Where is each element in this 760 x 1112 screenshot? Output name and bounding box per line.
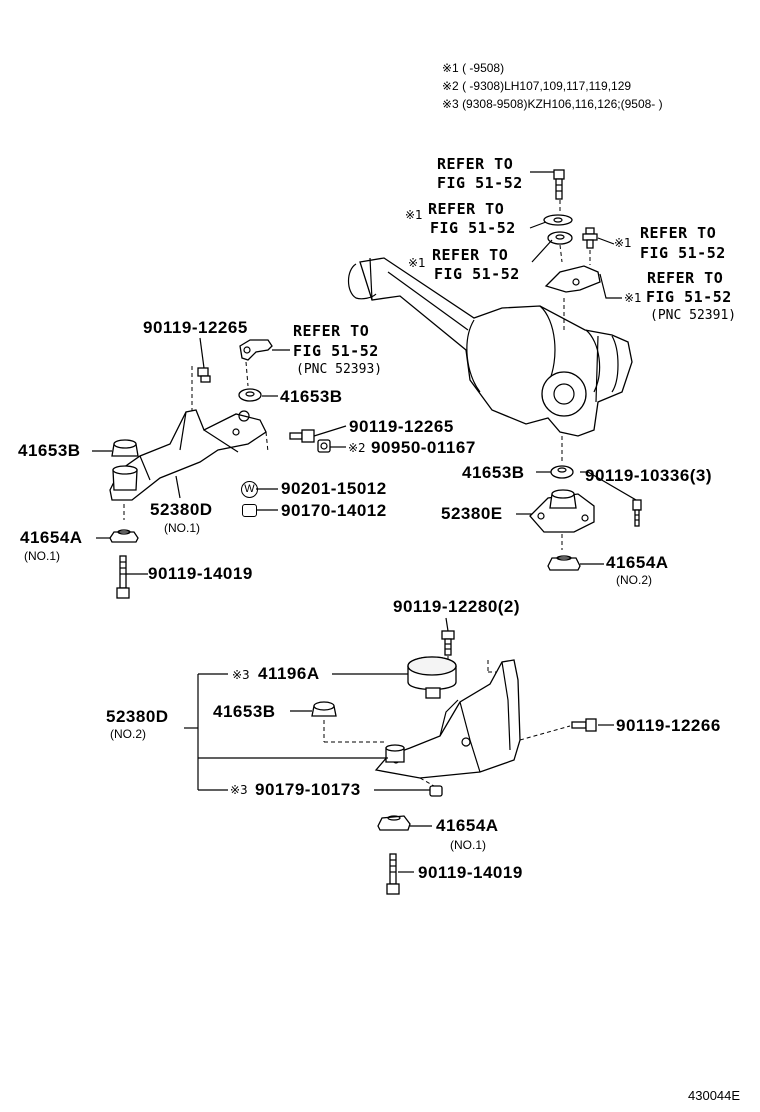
part-90179-10173: 90179-10173 [255,780,361,799]
part-90119-12265-top: 90119-12265 [143,318,248,337]
part-90950-01167-mark: ※2 [348,441,366,455]
lower-bracket-assembly [311,630,597,895]
part-41196A: 41196A [258,664,320,683]
refer-to-4-line1: REFER TO [640,224,717,242]
refer-to-6-line2: FIG 51-52 [293,342,379,360]
refer-to-5-line2: FIG 51-52 [646,288,732,306]
part-52380D-no1: 52380D [150,500,213,519]
refer-to-3-line2: FIG 51-52 [434,265,520,283]
part-41654A-left: 41654A [20,528,83,547]
part-90119-14019-left: 90119-14019 [148,564,253,583]
part-41654A-lower: 41654A [436,816,499,835]
part-90201-15012: 90201-15012 [281,479,387,498]
part-41654A-lower-sub: (NO.1) [450,838,486,852]
part-41654A-right-sub: (NO.2) [616,573,652,587]
differential-housing [347,257,633,437]
diff-bracket [544,265,622,299]
refer-to-6-pnc: (PNC 52393) [296,362,383,377]
part-41654A-left-sub: (NO.1) [24,549,60,563]
footnote-1: ※1 ( -9508) [442,61,505,75]
refer-to-4-line2: FIG 51-52 [640,244,726,262]
part-52380D-no1-sub: (NO.1) [164,521,200,535]
part-90179-10173-mark: ※3 [230,783,248,797]
nut-symbol [242,504,257,517]
part-90119-10336: 90119-10336(3) [585,466,713,485]
part-41653B-right: 41653B [462,463,525,482]
part-41653B-left: 41653B [18,441,81,460]
part-41196A-mark: ※3 [232,668,250,682]
right-bracket-assembly [529,436,642,571]
refer-to-1-line1: REFER TO [437,155,514,173]
refer-to-1-line2: FIG 51-52 [437,174,523,192]
refer-to-3-mark: ※1 [408,256,426,270]
refer-to-2-mark: ※1 [405,208,423,222]
part-90119-12265-mid: 90119-12265 [349,417,454,436]
refer-to-4-mark: ※1 [614,236,632,250]
figure-id: 430044E [688,1088,741,1103]
part-41653B-upper: 41653B [280,387,343,406]
refer-to-5-line1: REFER TO [647,269,724,287]
part-90170-14012: 90170-14012 [281,501,387,520]
part-41654A-right: 41654A [606,553,669,572]
part-90119-14019-lower: 90119-14019 [418,863,523,882]
footnote-3: ※3 (9308-9508)KZH106,116,126;(9508- ) [442,97,663,111]
part-90119-12266: 90119-12266 [616,716,721,735]
left-bracket-assembly [109,339,331,599]
leader-lines [92,171,637,873]
part-52380D-no2: 52380D [106,707,169,726]
part-52380E: 52380E [441,504,503,523]
refer-to-5-mark: ※1 [624,291,642,305]
footnote-2: ※2 ( -9308)LH107,109,117,119,129 [442,79,632,93]
small-bolt-right [582,227,598,265]
washer-symbol: W [241,481,258,498]
refer-to-3-line1: REFER TO [432,246,509,264]
part-41653B-lower: 41653B [213,702,276,721]
refer-to-6-line1: REFER TO [293,322,370,340]
part-52380D-no2-sub: (NO.2) [110,727,146,741]
top-bolt [543,169,573,330]
refer-to-2-line1: REFER TO [428,200,505,218]
refer-to-2-line2: FIG 51-52 [430,219,516,237]
part-90119-12280: 90119-12280(2) [393,597,521,616]
part-90950-01167: 90950-01167 [371,438,476,457]
refer-to-5-pnc: (PNC 52391) [650,308,737,323]
